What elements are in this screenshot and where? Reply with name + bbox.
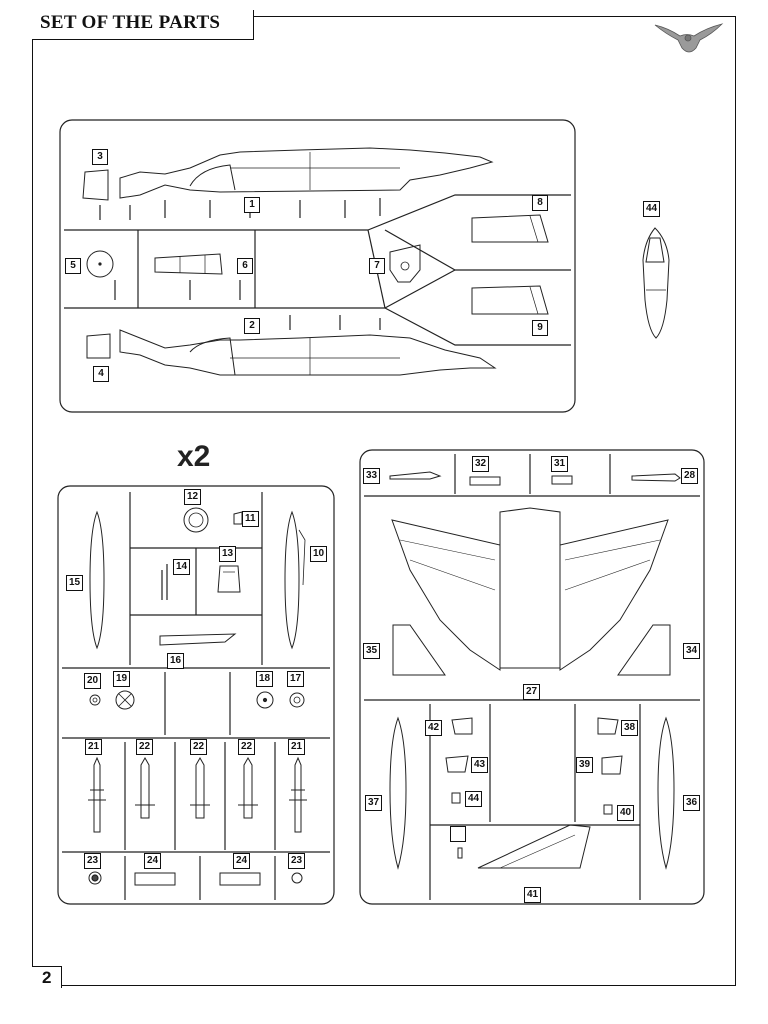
part-number-label: 22 [190, 739, 208, 755]
part-number-label: 8 [532, 195, 548, 211]
part-number-label: 15 [66, 575, 84, 591]
part-number-label: 41 [524, 887, 542, 903]
part-number-label: 11 [242, 511, 259, 527]
part-number-label: 12 [184, 489, 202, 505]
part-number-label: 38 [621, 720, 639, 736]
part-number-label: 17 [287, 671, 305, 687]
part-number-label: 20 [84, 673, 102, 689]
part-number-label: 7 [369, 258, 385, 274]
page-border [32, 16, 736, 986]
part-number-label: 13 [219, 546, 237, 562]
sprue-a [59, 119, 576, 413]
part-number-label: 22 [136, 739, 154, 755]
page-title: SET OF THE PARTS [40, 12, 221, 33]
part-number-label: 24 [233, 853, 251, 869]
sprue-c [359, 449, 705, 905]
part-number-label: 32 [472, 456, 490, 472]
part-number-label: 10 [310, 546, 328, 562]
part-number-label: 43 [471, 757, 489, 773]
part-number-label: 37 [365, 795, 383, 811]
part-number-label: 14 [173, 559, 191, 575]
part-number-label: 39 [576, 757, 594, 773]
part-number-label: 31 [551, 456, 569, 472]
part-number-label: 23 [288, 853, 306, 869]
eagle-logo-icon [654, 23, 724, 53]
part-number-label: 21 [85, 739, 103, 755]
part-number-label: 3 [92, 149, 108, 165]
part-number-label: 16 [167, 653, 185, 669]
part-number-label: 28 [681, 468, 699, 484]
part-number-label: 42 [425, 720, 443, 736]
part-number-label: 34 [683, 643, 701, 659]
part-number-label: 6 [237, 258, 253, 274]
part-number-label: 22 [238, 739, 256, 755]
part-number-label: 27 [523, 684, 541, 700]
page-number: 2 [42, 968, 52, 987]
part-number-label: 4 [93, 366, 109, 382]
part-number-label: 18 [256, 671, 274, 687]
part-number-label: 44 [643, 201, 661, 217]
sprue-b [57, 485, 335, 905]
part-number-label: 33 [363, 468, 381, 484]
part-number-label: 35 [363, 643, 381, 659]
part-number-label: 44 [465, 791, 483, 807]
part-number-label: 9 [532, 320, 548, 336]
part-number-label: 36 [683, 795, 701, 811]
part-number-label: 19 [113, 671, 131, 687]
part-number-label: 40 [617, 805, 635, 821]
part-number-label [450, 826, 466, 842]
title-box [32, 10, 254, 40]
canopy-part [642, 227, 670, 339]
part-number-label: 2 [244, 318, 260, 334]
part-number-label: 5 [65, 258, 81, 274]
part-number-label: 21 [288, 739, 306, 755]
part-number-label: 24 [144, 853, 162, 869]
part-number-label: 23 [84, 853, 102, 869]
page-number-box [32, 966, 62, 988]
part-number-label: 1 [244, 197, 260, 213]
sprue-multiplier: x2 [177, 440, 211, 473]
